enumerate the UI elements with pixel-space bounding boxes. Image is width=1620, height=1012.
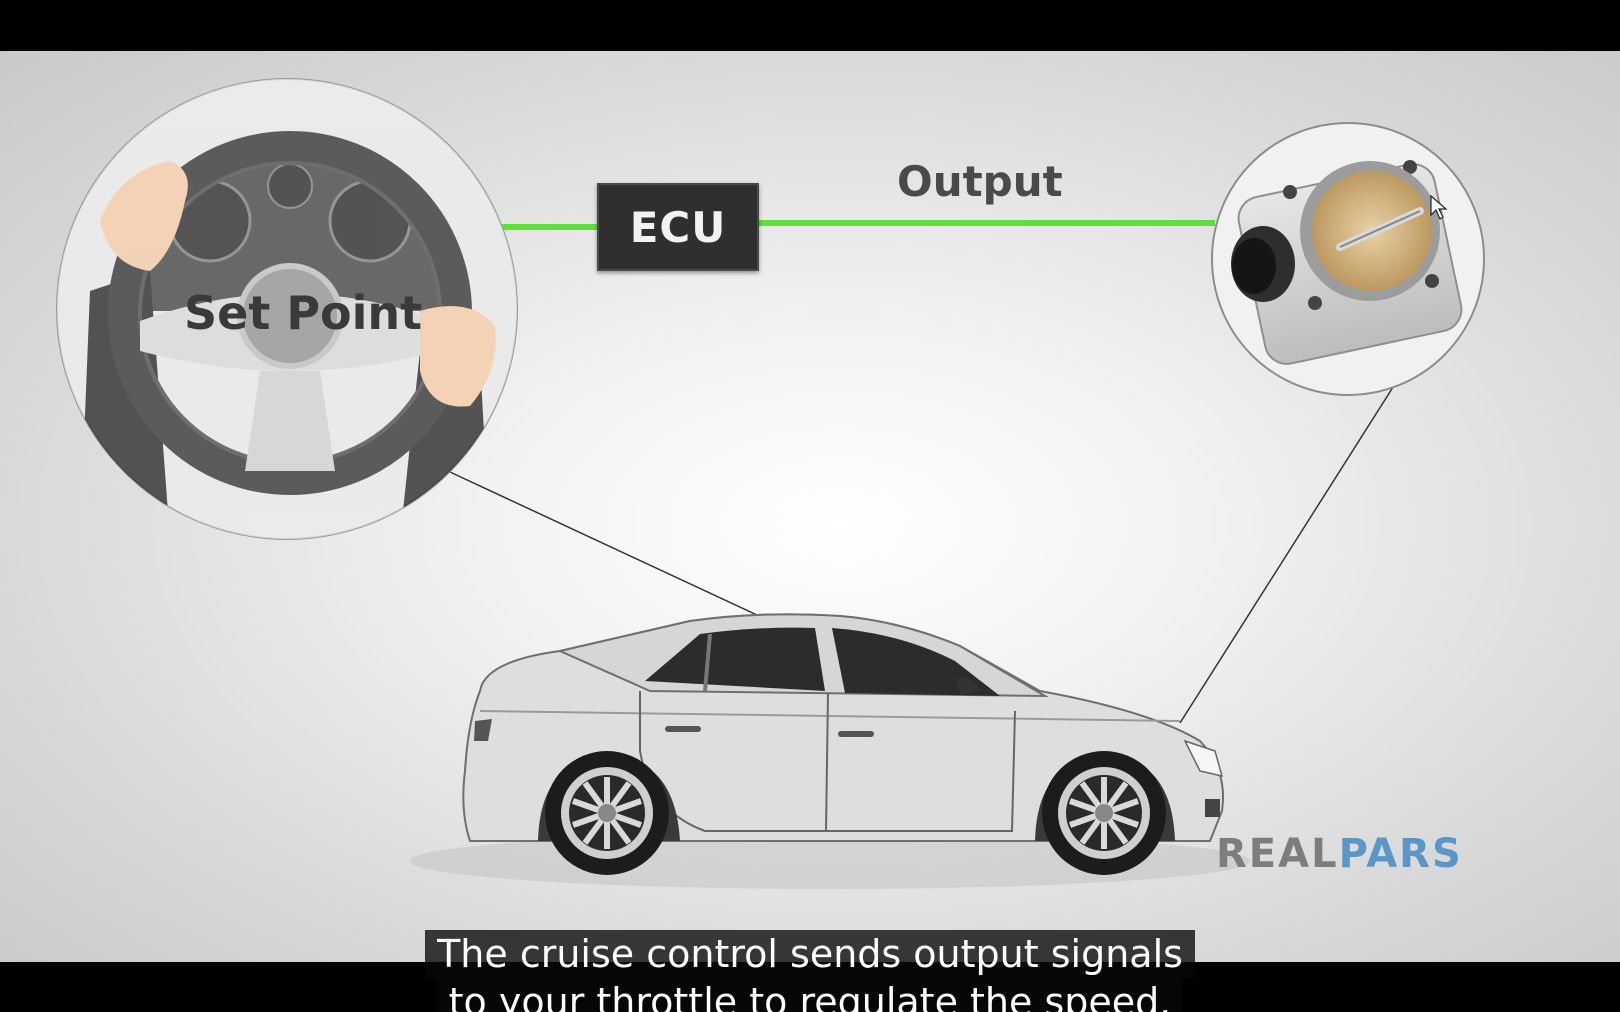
signal-line bbox=[500, 220, 1215, 230]
steering-wheel-illustration bbox=[56, 78, 518, 540]
diagram-scene bbox=[56, 78, 1485, 889]
logo-text-real: REAL bbox=[1216, 831, 1339, 877]
mouse-cursor-icon bbox=[1430, 195, 1448, 220]
car-illustration bbox=[410, 613, 1250, 889]
ecu-box: ECU bbox=[597, 183, 759, 271]
ecu-label: ECU bbox=[629, 202, 727, 252]
throttle-body-illustration bbox=[1211, 122, 1485, 396]
captions: The cruise control sends output signals … bbox=[0, 930, 1620, 1012]
set-point-label: Set Point bbox=[184, 286, 423, 340]
logo-text-pars: PARS bbox=[1338, 831, 1463, 877]
caption-line-2: to your throttle to regulate the speed. bbox=[436, 978, 1184, 1012]
output-label: Output bbox=[897, 157, 1063, 206]
caption-line-1: The cruise control sends output signals bbox=[425, 930, 1195, 978]
